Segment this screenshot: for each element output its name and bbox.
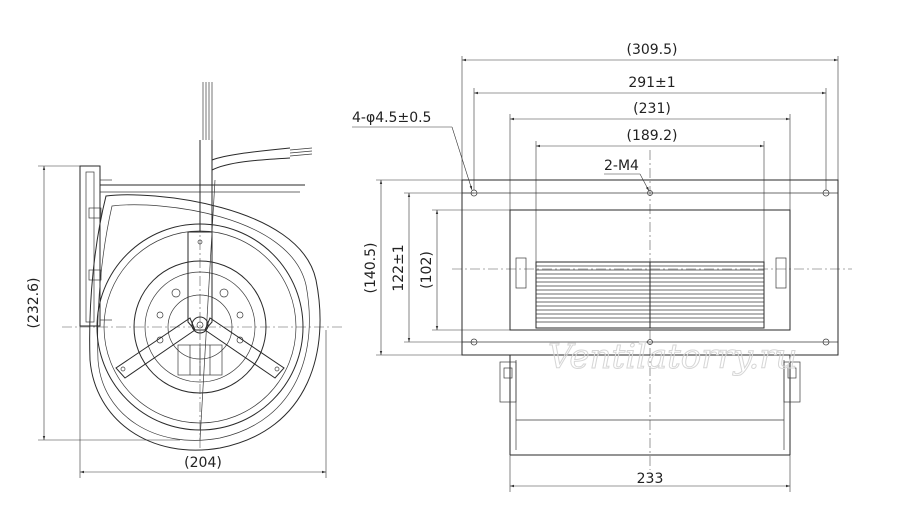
dim-impeller-width: (189.2) bbox=[626, 128, 677, 144]
dim-flange-height: (140.5) bbox=[363, 242, 379, 293]
dim-base-width: 233 bbox=[637, 471, 664, 487]
dim-front-height: (232.6) bbox=[26, 277, 42, 328]
dim-outlet-height: (102) bbox=[419, 251, 435, 289]
dim-mount-hole-spacing: 291±1 bbox=[628, 75, 675, 91]
side-view: (309.5) 291±1 (231) (189.2) 2-M4 4-φ4.5±… bbox=[352, 42, 852, 492]
dim-overall-width: (309.5) bbox=[626, 42, 677, 58]
dim-housing-width: (231) bbox=[633, 101, 671, 117]
dim-front-width: (204) bbox=[184, 455, 222, 471]
label-thread-holes: 2-M4 bbox=[604, 158, 639, 174]
front-view: (204) (232.6) bbox=[26, 82, 345, 478]
dim-hole-vertical-spacing: 122±1 bbox=[391, 244, 407, 291]
label-mount-holes: 4-φ4.5±0.5 bbox=[352, 110, 431, 126]
watermark: Ventilatorry.ru bbox=[548, 337, 797, 377]
